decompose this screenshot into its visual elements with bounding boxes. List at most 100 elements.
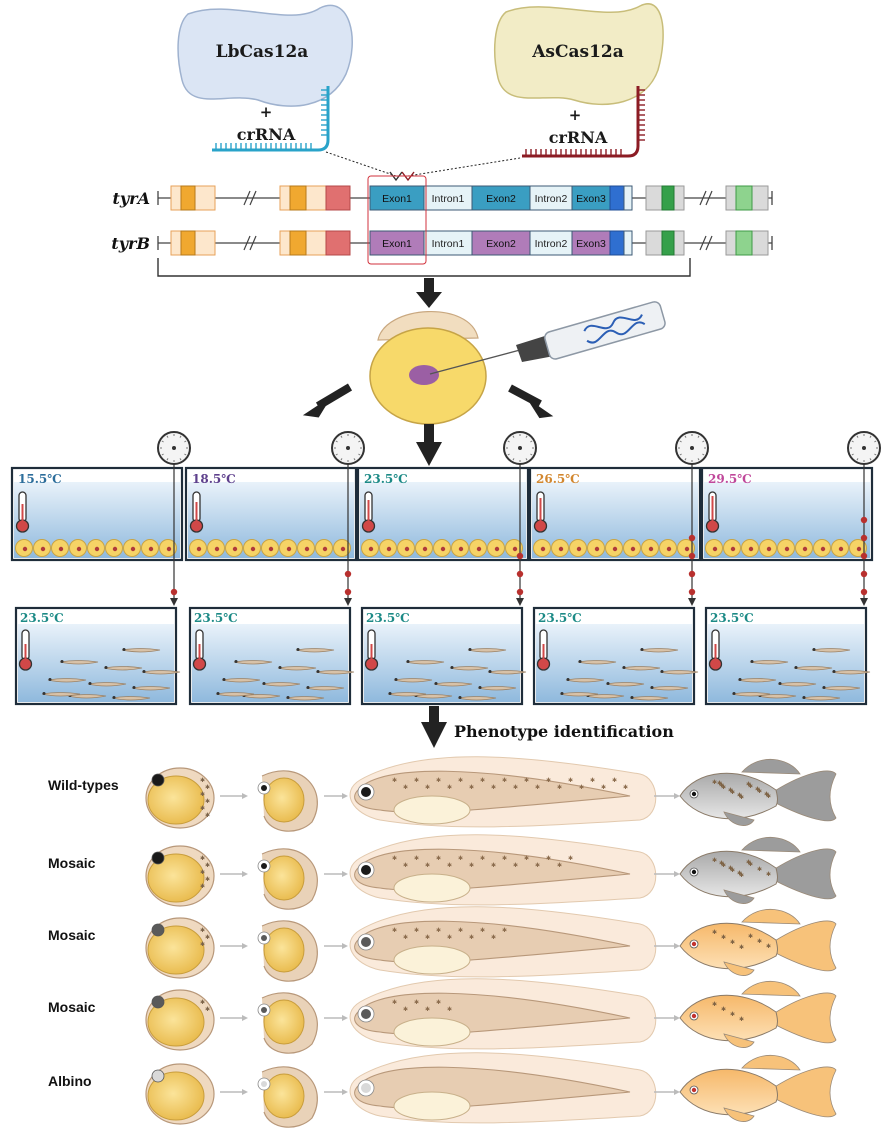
melanophore: ✱ — [205, 784, 210, 791]
egg-nucleus — [112, 546, 118, 552]
timer-tick — [530, 453, 533, 456]
fish-dorsal-fin — [741, 758, 801, 775]
melanophore: ✱ — [502, 777, 507, 784]
melanophore: ✱ — [730, 867, 735, 874]
stage-arrow-head — [674, 871, 680, 877]
thermometer-level — [195, 502, 198, 524]
time-dot — [688, 534, 696, 542]
egg-nucleus — [340, 546, 346, 552]
timer-tick — [184, 453, 187, 456]
fish-body — [679, 994, 778, 1042]
melanophore: ✱ — [739, 794, 744, 801]
melanophore: ✱ — [612, 777, 617, 784]
intron1-box — [423, 185, 473, 211]
orange-block-core — [180, 230, 196, 256]
melanophore: ✱ — [480, 777, 485, 784]
transfer-arrowhead — [344, 598, 352, 606]
larva-eye — [630, 696, 634, 699]
thermometer-level — [542, 644, 545, 662]
melanophore: ✱ — [414, 927, 419, 934]
stage-arrow-head — [242, 1015, 248, 1021]
embryo-eye — [151, 995, 165, 1009]
phenotype-label: Mosaic — [48, 855, 96, 871]
larva — [629, 696, 669, 701]
fish-ventral-fin — [723, 889, 755, 904]
curled-yolk — [263, 855, 305, 901]
fish-eye — [691, 941, 697, 947]
curled-yolk — [263, 927, 305, 973]
exon2-label: Exon2 — [486, 238, 516, 250]
melanophore: ✱ — [739, 872, 744, 879]
timer-tick — [679, 440, 682, 443]
exon3-box — [571, 185, 611, 211]
fish-tail — [769, 848, 837, 900]
break-mark — [705, 190, 713, 206]
larva — [559, 692, 599, 697]
larva — [233, 660, 273, 665]
time-dot — [344, 588, 352, 596]
melanophore: ✱ — [200, 855, 205, 862]
curled-eye — [261, 785, 267, 791]
larva — [87, 682, 127, 687]
melanophore: ✱ — [719, 782, 724, 789]
larva — [477, 686, 517, 691]
phenotype-row-4: Mosaic✱✱✱✱✱✱✱✱✱✱✱✱ — [48, 978, 837, 1054]
egg-nucleus — [166, 546, 172, 552]
exon3-box — [571, 230, 611, 256]
timer-tick — [869, 435, 872, 438]
blue-block — [609, 230, 625, 256]
larva-eye — [566, 678, 570, 681]
melanophore: ✱ — [712, 857, 717, 864]
timer-tick — [353, 435, 356, 438]
utr-block — [623, 230, 633, 256]
blue-block — [609, 185, 625, 211]
larva-eye — [560, 692, 564, 695]
exon3-label: Exon3 — [576, 193, 606, 205]
melanophore: ✱ — [447, 862, 452, 869]
stage-arrow-head — [342, 943, 348, 949]
larva — [793, 666, 833, 671]
larva — [121, 648, 161, 653]
fish-tail — [769, 770, 837, 822]
time-dot — [516, 588, 524, 596]
larva-eye — [778, 682, 782, 685]
larva-eye — [732, 692, 736, 695]
egg-nucleus — [784, 546, 790, 552]
egg-nucleus — [40, 546, 46, 552]
larva-eye — [578, 660, 582, 663]
stage-arrow-head — [342, 871, 348, 877]
melanophore: ✱ — [513, 862, 518, 869]
egg-nucleus — [232, 546, 238, 552]
timer-tick — [874, 453, 877, 456]
larva — [111, 696, 151, 701]
transfer-arrowhead — [860, 598, 868, 606]
egg-nucleus — [684, 546, 690, 552]
melanophore: ✱ — [205, 1006, 210, 1013]
embryo-eye — [151, 851, 165, 865]
break-mark — [243, 235, 251, 251]
egg-nucleus — [512, 546, 518, 552]
egg-nucleus — [214, 546, 220, 552]
stage-arrow-head — [242, 793, 248, 799]
melanophore: ✱ — [568, 855, 573, 862]
break-mark — [705, 235, 713, 251]
timer-tick — [358, 440, 361, 443]
melanophore: ✱ — [436, 855, 441, 862]
timer-tick — [869, 458, 872, 461]
larva — [577, 660, 617, 665]
timer-tick — [507, 453, 510, 456]
egg-nucleus — [322, 546, 328, 552]
thermometer-level — [711, 496, 714, 524]
melanophore: ✱ — [728, 865, 733, 872]
larva — [305, 686, 345, 691]
timer-tick — [512, 458, 515, 461]
gene-label: tyrA — [112, 189, 150, 208]
intron1-label: Intron1 — [432, 193, 465, 205]
lbcas12a-plus: + — [260, 103, 273, 121]
larva — [103, 666, 143, 671]
melanophore: ✱ — [205, 876, 210, 883]
larva-eye — [112, 696, 116, 699]
target-exon-frame — [367, 175, 427, 265]
timer-tick — [679, 453, 682, 456]
